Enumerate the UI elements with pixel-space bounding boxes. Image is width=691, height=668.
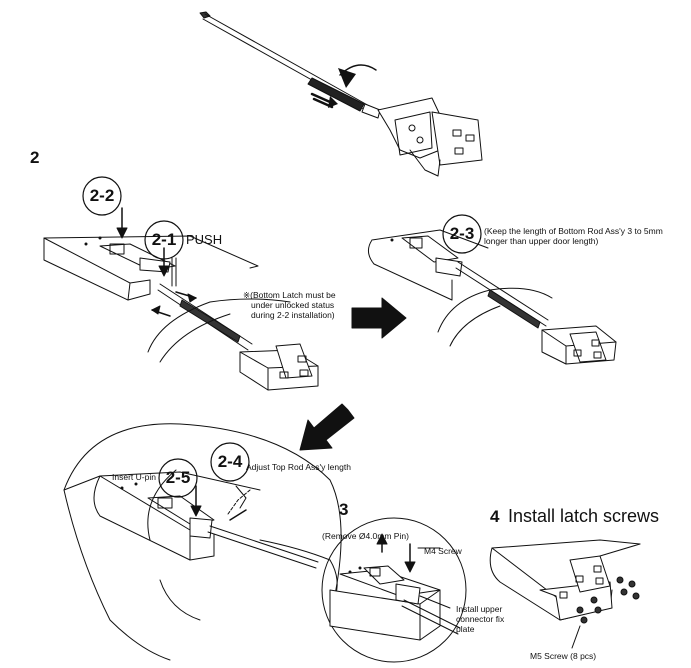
step2-bottom-figure — [63, 469, 338, 661]
step-4-number: 4 — [490, 507, 500, 526]
install-upper-line-2: connector fix — [456, 614, 505, 624]
install-upper-line-3: plate — [456, 624, 475, 634]
install-upper-label: Install upper connector fix plate — [456, 604, 504, 634]
step2-left-figure — [43, 207, 319, 391]
callout-2-2: 2-2 — [89, 186, 115, 205]
callout-2-5: 2-5 — [165, 468, 191, 487]
step-4-title: Install latch screws — [508, 506, 660, 526]
bottom-latch-note: ※(Bottom Latch must be under unlocked st… — [243, 290, 336, 320]
top-rod-assembly — [199, 11, 483, 177]
callout-circles — [82, 176, 482, 498]
install-upper-line-1: Install upper — [456, 604, 503, 614]
callout-2-1: 2-1 — [151, 230, 177, 249]
insert-upin-label: Insert U-pin — [112, 472, 156, 482]
m5-screw-label: M5 Screw (8 pcs) — [530, 651, 597, 661]
callout-2-3: 2-3 — [449, 224, 475, 243]
adjust-top-rod-label: Adjust Top Rod Ass'y length — [246, 462, 351, 472]
m4-screw-label: M4 Screw — [424, 546, 462, 556]
bottom-latch-note-line-2: under unlocked status — [251, 300, 335, 310]
step2-bottom-frame — [63, 423, 342, 601]
bottom-latch-note-line-3: during 2-2 installation) — [251, 310, 335, 320]
keep-length-note-line-2: longer than upper door length) — [484, 236, 599, 246]
keep-length-note: (Keep the length of Bottom Rod Ass'y 3 t… — [484, 226, 663, 246]
screw-icons — [576, 576, 640, 624]
step4-figure — [489, 539, 641, 649]
step2-right-figure — [368, 229, 617, 365]
step-3-number: 3 — [339, 500, 349, 519]
remove-pin-label: (Remove Ø4.0mm Pin) — [322, 531, 409, 541]
bottom-latch-note-line-1: ※(Bottom Latch must be — [243, 290, 336, 300]
keep-length-note-line-1: (Keep the length of Bottom Rod Ass'y 3 t… — [484, 226, 663, 236]
arrow-down-left-icon — [299, 403, 355, 451]
push-label: PUSH — [186, 232, 223, 247]
callout-2-4: 2-4 — [217, 452, 243, 471]
step-2-number: 2 — [30, 148, 40, 167]
arrow-right-icon — [351, 297, 407, 339]
step3-figure — [321, 517, 467, 663]
